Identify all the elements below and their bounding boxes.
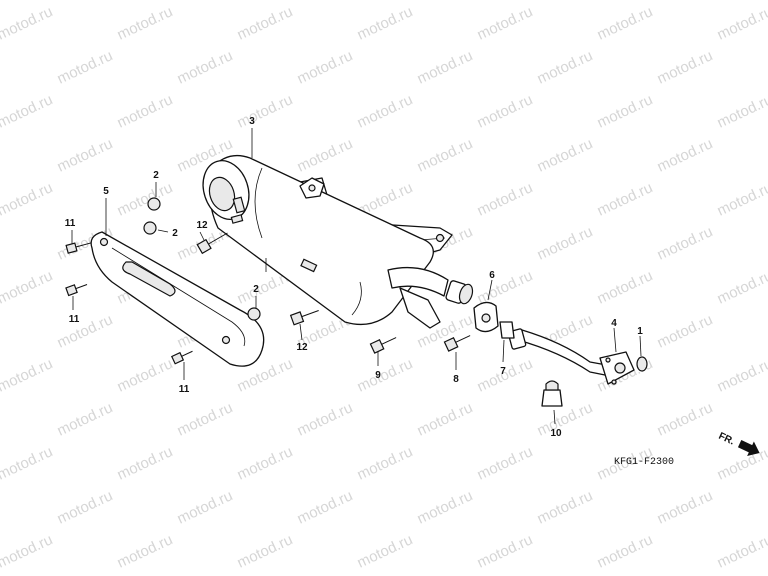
- callout-12-upper: 12: [196, 220, 208, 231]
- watermark: motod.ru: [595, 91, 656, 131]
- watermark: motod.ru: [715, 355, 768, 395]
- callout-11-lower: 11: [179, 384, 190, 395]
- watermark: motod.ru: [175, 47, 236, 87]
- watermark: motod.ru: [655, 223, 716, 263]
- watermark: motod.ru: [715, 443, 768, 483]
- muffler-protector: [90, 231, 265, 367]
- watermark: motod.ru: [535, 135, 596, 175]
- watermark: motod.ru: [715, 531, 768, 571]
- watermark: motod.ru: [415, 47, 476, 87]
- callout-2-upper: 2: [153, 170, 159, 181]
- watermark: motod.ru: [475, 179, 536, 219]
- callout-2-middle: 2: [172, 228, 178, 239]
- small-hardware: [473, 301, 648, 407]
- watermark: motod.ru: [595, 3, 656, 43]
- watermark: motod.ru: [535, 487, 596, 527]
- callout-6: 6: [489, 270, 495, 281]
- front-indicator-label: FR.: [717, 431, 736, 448]
- watermark: motod.ru: [535, 223, 596, 263]
- callout-2-lower: 2: [253, 284, 259, 295]
- callout-10: 10: [550, 428, 562, 439]
- callout-11-middle: 11: [69, 314, 80, 325]
- watermark: motod.ru: [235, 531, 296, 571]
- callout-1: 1: [637, 326, 643, 337]
- callout-11-upper: 11: [65, 218, 76, 229]
- callout-4: 4: [611, 318, 617, 329]
- watermark: motod.ru: [715, 91, 768, 131]
- callout-12-lower: 12: [296, 342, 308, 353]
- watermark: motod.ru: [415, 399, 476, 439]
- watermark: motod.ru: [115, 531, 176, 571]
- watermark: motod.ru: [595, 267, 656, 307]
- watermark: motod.ru: [475, 3, 536, 43]
- leader-lines: [71, 128, 642, 425]
- watermark: motod.ru: [355, 355, 416, 395]
- watermark: motod.ru: [295, 135, 356, 175]
- watermark: motod.ru: [655, 47, 716, 87]
- watermark: motod.ru: [475, 443, 536, 483]
- callout-9: 9: [375, 370, 381, 381]
- watermark: motod.ru: [295, 399, 356, 439]
- callout-7: 7: [500, 366, 506, 377]
- watermark: motod.ru: [115, 443, 176, 483]
- watermark: motod.ru: [355, 531, 416, 571]
- exhaust-pipe: [507, 328, 635, 385]
- watermark: motod.ru: [715, 3, 768, 43]
- watermark: motod.ru: [235, 3, 296, 43]
- watermark: motod.ru: [655, 135, 716, 175]
- watermark: motod.ru: [115, 91, 176, 131]
- watermark: motod.ru: [355, 443, 416, 483]
- watermark: motod.ru: [415, 135, 476, 175]
- watermark: motod.ru: [175, 487, 236, 527]
- watermark: motod.ru: [715, 179, 768, 219]
- diagram-code: KFG1-F2300: [614, 457, 674, 468]
- watermark: motod.ru: [55, 311, 116, 351]
- muffler-assembly: [202, 154, 474, 329]
- watermark: motod.ru: [0, 91, 55, 131]
- watermark: motod.ru: [0, 267, 55, 307]
- front-arrow-icon: [737, 440, 760, 456]
- callout-8: 8: [453, 374, 459, 385]
- watermark: motod.ru: [0, 179, 55, 219]
- watermark: motod.ru: [355, 91, 416, 131]
- watermark: motod.ru: [655, 399, 716, 439]
- watermark: motod.ru: [0, 531, 55, 571]
- watermark: motod.ru: [475, 531, 536, 571]
- watermark: motod.ru: [115, 179, 176, 219]
- watermark: motod.ru: [715, 267, 768, 307]
- watermark: motod.ru: [0, 355, 55, 395]
- watermark: motod.ru: [355, 3, 416, 43]
- callout-5: 5: [103, 186, 109, 197]
- watermark: motod.ru: [235, 91, 296, 131]
- watermark: motod.ru: [0, 3, 55, 43]
- callout-labels: 3 5 2 2 2 11 11 11 12 12 9 8 6 7 4 1 10: [65, 116, 644, 439]
- watermark: motod.ru: [475, 267, 536, 307]
- watermark: motod.ru: [115, 3, 176, 43]
- watermark: motod.ru: [535, 47, 596, 87]
- watermark: motod.ru: [595, 179, 656, 219]
- watermark: motod.ru: [55, 399, 116, 439]
- watermark: motod.ru: [295, 487, 356, 527]
- watermark: motod.ru: [175, 399, 236, 439]
- watermark: motod.ru: [235, 443, 296, 483]
- watermark: motod.ru: [0, 443, 55, 483]
- watermark: motod.ru: [415, 487, 476, 527]
- bolts: [65, 197, 471, 365]
- watermark: motod.ru: [115, 355, 176, 395]
- watermark: motod.ru: [295, 47, 356, 87]
- callout-3: 3: [249, 116, 255, 127]
- watermark: motod.ru: [55, 487, 116, 527]
- watermark: motod.ru: [475, 91, 536, 131]
- watermark: motod.ru: [595, 531, 656, 571]
- watermark: motod.ru: [655, 487, 716, 527]
- watermark: motod.ru: [655, 311, 716, 351]
- watermark: motod.ru: [55, 47, 116, 87]
- watermark: motod.ru: [55, 135, 116, 175]
